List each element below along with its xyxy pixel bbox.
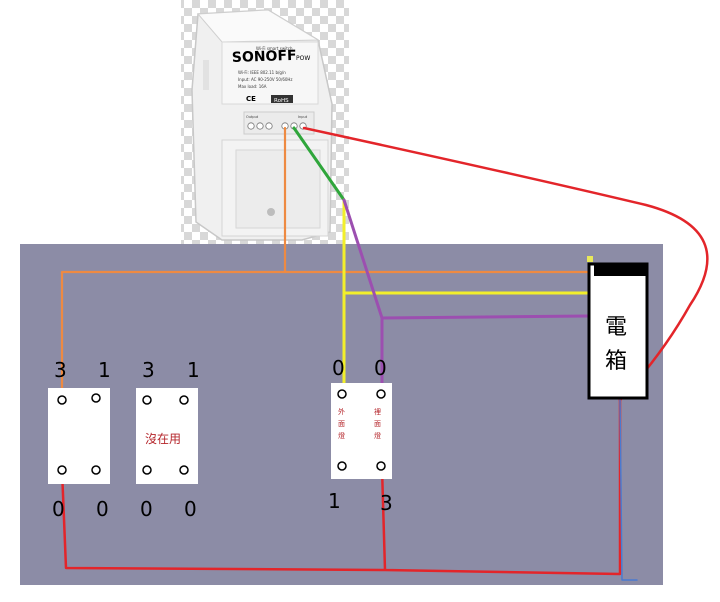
spec-line-1: Wi-Fi: IEEE 802.11 b/g/n (238, 70, 286, 75)
input-label: Input (298, 115, 308, 119)
switch-1 (48, 388, 110, 484)
switch-3 (331, 383, 392, 479)
switch-3-inside-light-1: 裡 (374, 407, 381, 416)
switch-2-unused-label: 沒在用 (145, 432, 181, 446)
switch-3-top-right: 0 (374, 356, 387, 380)
purple-wire (342, 198, 590, 392)
switch-1-top-right: 1 (98, 358, 111, 382)
switch-2-top-left: 3 (142, 358, 155, 382)
red-wire-bottom (60, 398, 622, 576)
electric-box-char-1: 電 (605, 315, 627, 340)
device-small-title: Wi-Fi smart switch (256, 46, 293, 51)
switch-1-top-left: 3 (54, 358, 67, 382)
brand-logo: SONOFF (232, 48, 297, 66)
blue-wire (619, 399, 638, 581)
red-wire-live (302, 126, 709, 402)
spec-line-2: Input: AC 90-250V 50/60Hz (238, 77, 293, 82)
yellow-wire (342, 198, 590, 392)
spec-line-3: Max load: 16A (238, 84, 267, 89)
switch-2 (136, 388, 198, 484)
electric-box-char-2: 箱 (605, 349, 627, 374)
switch-3-bottom-left: 1 (328, 489, 341, 513)
switch-2-top-right: 1 (187, 358, 200, 382)
switch-1-bottom-right: 0 (96, 497, 109, 521)
wires (60, 126, 709, 581)
switch-2-bottom-right: 0 (184, 497, 197, 521)
green-wire (292, 126, 346, 202)
orange-wire (60, 126, 590, 397)
model-label: POW (296, 55, 310, 62)
switch-3-inside-light-3: 燈 (374, 431, 381, 440)
switch-3-outside-light-3: 燈 (338, 431, 345, 440)
rohs-badge (271, 95, 293, 103)
ce-mark: CE (246, 95, 256, 103)
electric-box (587, 256, 649, 400)
switch-3-outside-light-2: 面 (338, 420, 345, 428)
rohs-mark: RoHS (274, 98, 289, 104)
switch-3-bottom-right: 3 (380, 491, 393, 515)
switch-3-inside-light-2: 面 (374, 420, 381, 428)
switch-1-bottom-left: 0 (52, 497, 65, 521)
switch-2-bottom-left: 0 (140, 497, 153, 521)
output-label: Output (246, 115, 259, 119)
sonoff-device: SONOFF POW Wi-Fi smart switch Wi-Fi: IEE… (191, 9, 333, 241)
switch-3-top-left: 0 (332, 356, 345, 380)
button-hole (267, 208, 275, 216)
switch-3-outside-light-1: 外 (338, 407, 345, 416)
